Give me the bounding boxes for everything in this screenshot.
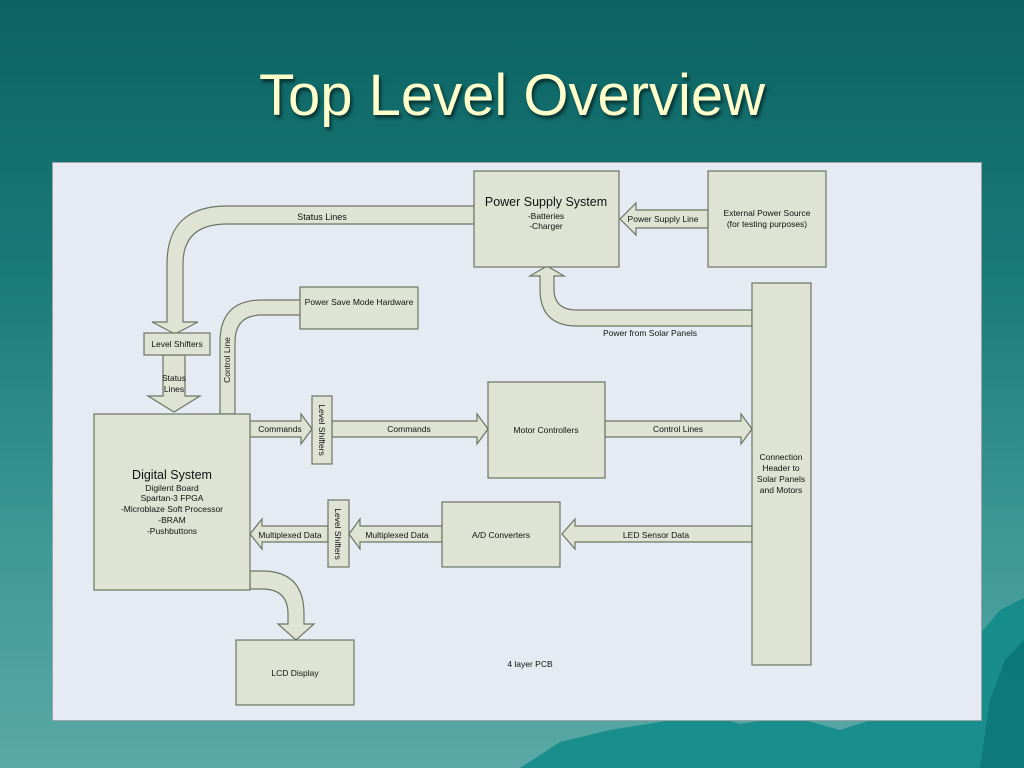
ad-converters-label: A/D Converters (472, 530, 530, 540)
status-lines-arrow (151, 205, 475, 335)
digital-system-line-4: -BRAM (158, 515, 185, 525)
power-from-solar-arrow (527, 265, 753, 327)
external-power-line-2: (for testing purposes) (727, 219, 807, 229)
level-shifters-cmd-box (311, 395, 333, 465)
digital-system-line-1: Digilent Board (145, 483, 199, 493)
ad-converters-box (441, 501, 561, 568)
level-shifters-data-box (327, 499, 350, 568)
digital-system-title: Digital System (132, 468, 212, 482)
multiplexed-data-1-arrow (249, 517, 329, 551)
power-supply-box (473, 170, 620, 268)
connection-header-line-3: Solar Panels (757, 474, 805, 484)
digital-system-line-5: -Pushbuttons (147, 526, 197, 536)
block-diagram: Status Lines Power Supply Line Power fro… (93, 170, 827, 706)
digital-system-box (93, 413, 251, 591)
status-lines-short-label-2: Lines (164, 384, 184, 394)
power-supply-title: Power Supply System (485, 195, 607, 209)
lcd-arrow (249, 570, 316, 641)
external-power-box (707, 170, 827, 268)
commands-1-arrow (249, 412, 313, 446)
control-line-label: Control Line (222, 337, 232, 383)
level-shifters-cmd-label: Level Shifters (317, 404, 327, 456)
status-lines-label: Status Lines (297, 212, 347, 222)
digital-system-line-3: -Microblaze Soft Processor (121, 504, 223, 514)
led-sensor-data-label: LED Sensor Data (623, 530, 689, 540)
level-shifters-top-box (143, 332, 211, 356)
level-shifters-data-label: Level Shifters (333, 508, 343, 560)
pcb-annotation: 4 layer PCB (507, 659, 553, 669)
power-supply-line-arrow (619, 201, 709, 237)
led-sensor-data-arrow (561, 517, 753, 551)
connection-header-line-4: and Motors (760, 485, 803, 495)
multiplexed-data-1-label: Multiplexed Data (258, 530, 322, 540)
power-supply-line-label: Power Supply Line (628, 214, 699, 224)
multiplexed-data-2-arrow (348, 517, 443, 551)
motor-controllers-box (487, 381, 606, 479)
power-supply-line-2: -Charger (529, 221, 563, 231)
lcd-display-label: LCD Display (271, 668, 319, 678)
control-lines-label: Control Lines (653, 424, 703, 434)
commands-2-label: Commands (387, 424, 430, 434)
commands-1-label: Commands (258, 424, 301, 434)
control-lines-arrow (604, 412, 753, 446)
connection-header-line-1: Connection (759, 452, 802, 462)
external-power-line-1: External Power Source (724, 208, 811, 218)
commands-2-arrow (331, 412, 489, 446)
power-from-solar-label: Power from Solar Panels (603, 328, 697, 338)
multiplexed-data-2-label: Multiplexed Data (365, 530, 429, 540)
level-shifters-top-label: Level Shifters (151, 339, 203, 349)
power-save-label: Power Save Mode Hardware (305, 297, 414, 307)
connection-header-box (751, 282, 812, 666)
lcd-display-box (235, 639, 355, 706)
motor-controllers-label: Motor Controllers (513, 425, 578, 435)
power-save-box (299, 286, 419, 330)
power-supply-line-1: -Batteries (528, 211, 564, 221)
status-lines-short-arrow (145, 354, 203, 413)
connection-header-line-2: Header to (762, 463, 800, 473)
status-lines-short-label-1: Status (162, 373, 186, 383)
digital-system-line-2: Spartan-3 FPGA (141, 493, 204, 503)
slide-title: Top Level Overview (258, 63, 766, 128)
